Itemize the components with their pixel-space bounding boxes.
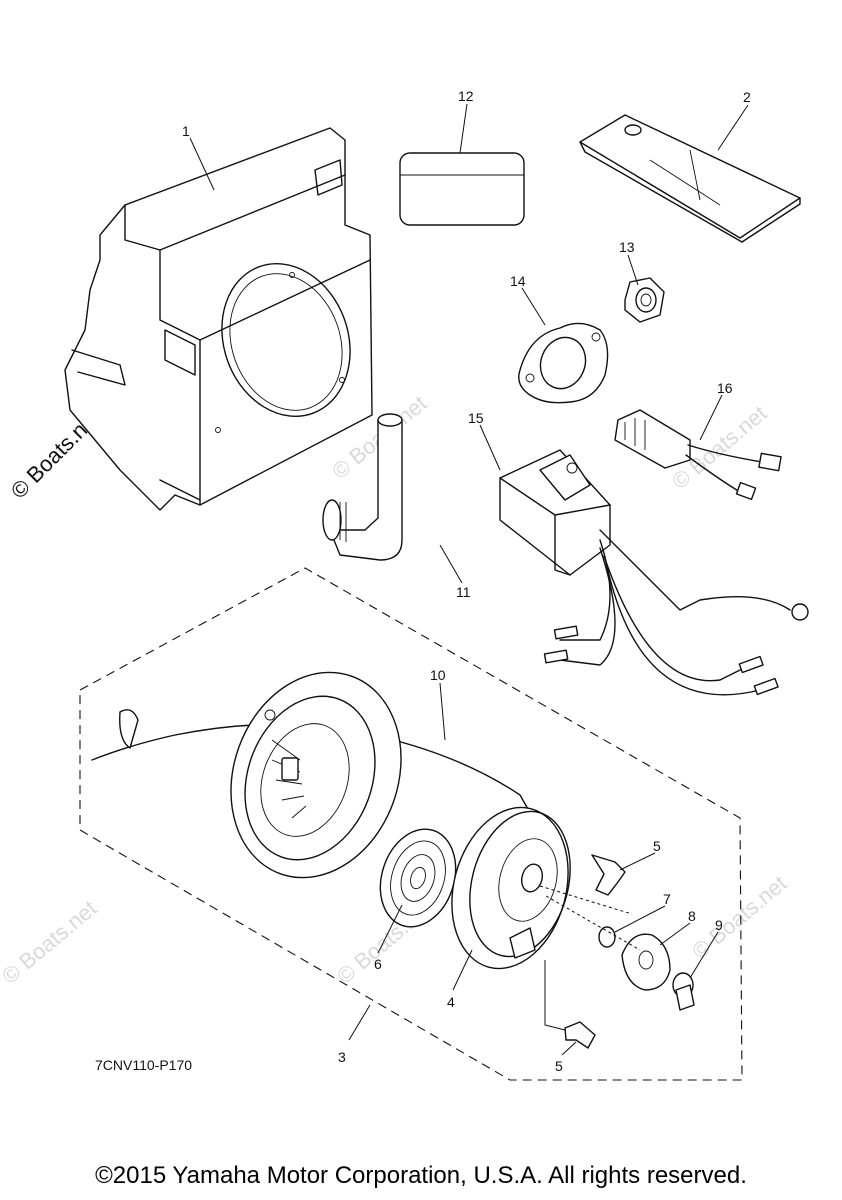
- callout-4: 4: [447, 994, 455, 1010]
- part-5-pawl-lower: [564, 1021, 596, 1049]
- part-14-gasket: [518, 322, 609, 404]
- callout-2: 2: [743, 89, 751, 105]
- part-4-drum: [451, 806, 571, 970]
- callout-15: 15: [468, 410, 484, 426]
- part-8-plate: [621, 933, 671, 991]
- callout-13: 13: [619, 239, 635, 255]
- part-9-screw: [672, 972, 695, 1011]
- part-16-cord: [614, 409, 782, 501]
- watermark-bottom-left: © Boats.net: [0, 896, 102, 989]
- part-2-plate: [579, 114, 801, 243]
- callout-8: 8: [688, 908, 696, 924]
- part-5-pawl-upper: [591, 854, 626, 896]
- diagram-reference: 7CNV110-P170: [95, 1057, 192, 1073]
- part-1-housing: [64, 127, 373, 511]
- callout-9: 9: [715, 917, 723, 933]
- part-11-hose: [322, 413, 403, 561]
- part-7-spring: [598, 926, 616, 948]
- callout-7: 7: [663, 891, 671, 907]
- assembly-3-boundary: [79, 567, 743, 1081]
- callout-14: 14: [510, 273, 526, 289]
- callout-16: 16: [717, 380, 733, 396]
- part-13-nut: [624, 277, 665, 323]
- part-15-coil: [499, 449, 809, 696]
- callout-10: 10: [430, 667, 446, 683]
- callout-12: 12: [458, 88, 474, 104]
- assembly-axis-lines: [539, 885, 641, 1031]
- callout-5-upper: 5: [653, 838, 661, 854]
- part-6-spring: [379, 828, 457, 928]
- callout-5-lower: 5: [555, 1058, 563, 1074]
- callout-labels: 1 2 3 4 5 5 6 7 8 9 10 11 12 13 14 15 16: [182, 88, 751, 1074]
- leader-lines: [189, 103, 749, 1056]
- starter-case: [230, 671, 402, 879]
- callout-3: 3: [338, 1049, 346, 1065]
- callout-1: 1: [182, 123, 190, 139]
- watermark-bottom-right: © Boats.net: [687, 871, 791, 964]
- copyright-notice: ©2015 Yamaha Motor Corporation, U.S.A. A…: [95, 1162, 747, 1189]
- callout-6: 6: [374, 956, 382, 972]
- callout-11: 11: [456, 584, 471, 600]
- part-12-label: [399, 152, 525, 226]
